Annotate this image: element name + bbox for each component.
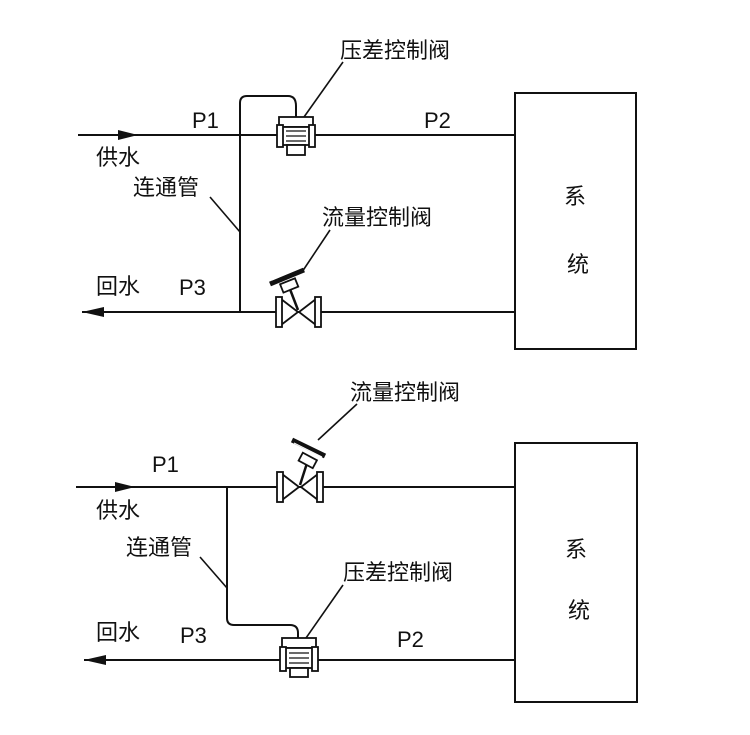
bottom-connpipe-leader: [199, 556, 228, 589]
bottom-pdiff-valve: [279, 637, 319, 678]
bottom-connecting-pipe: [226, 487, 299, 640]
bottom-return-label: 回水: [96, 621, 140, 646]
top-return-arrow: [82, 307, 104, 317]
top-p2-label: P2: [424, 108, 451, 133]
bottom-pdiff-leader: [305, 584, 344, 639]
bottom-diagram: 系 统 流量控制阀: [76, 381, 638, 703]
top-system-char1: 系: [564, 185, 586, 210]
bottom-flow-valve: [276, 437, 327, 503]
bottom-p2-label: P2: [397, 627, 424, 652]
top-supply-arrow: [118, 130, 138, 140]
top-pdiff-leader: [303, 61, 344, 118]
bottom-flow-label: 流量控制阀: [350, 381, 460, 406]
bottom-p3-label: P3: [180, 623, 207, 648]
top-diagram: 系 统 压差控制阀: [78, 39, 637, 350]
top-connpipe-label: 连通管: [133, 176, 199, 201]
top-p1-label: P1: [192, 108, 219, 133]
top-flow-label: 流量控制阀: [322, 206, 432, 231]
top-pdiff-valve: [276, 116, 316, 156]
top-system-box: [514, 92, 637, 350]
bottom-p1-label: P1: [152, 452, 179, 477]
top-connpipe-leader: [209, 196, 241, 233]
top-return-label: 回水: [96, 275, 140, 300]
bottom-pdiff-label: 压差控制阀: [343, 561, 453, 586]
top-system-char2: 统: [567, 253, 589, 278]
bottom-supply-arrow: [115, 482, 135, 492]
top-flow-leader: [301, 229, 331, 273]
top-supply-label: 供水: [96, 146, 140, 171]
top-flow-valve: [269, 267, 322, 328]
bottom-supply-label: 供水: [96, 499, 140, 524]
bottom-connpipe-label: 连通管: [126, 536, 192, 561]
top-p3-label: P3: [179, 275, 206, 300]
top-pdiff-label: 压差控制阀: [340, 39, 450, 64]
bottom-system-char1: 系: [565, 538, 587, 563]
bottom-system-box: [514, 442, 638, 703]
top-connecting-pipe: [239, 95, 297, 312]
bottom-return-arrow: [84, 655, 106, 665]
bottom-flow-leader: [317, 403, 358, 441]
bottom-system-char2: 统: [568, 599, 590, 624]
